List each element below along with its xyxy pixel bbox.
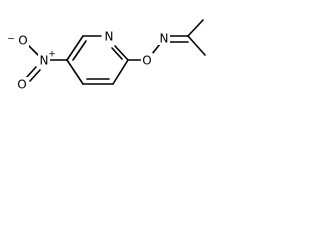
oxime-chain-bonds (127, 19, 206, 61)
imine-nitrogen-label: N (160, 32, 169, 46)
pyridine-nitrogen-label: N (105, 30, 114, 44)
bond-carbon-methyl-bottom (187, 35, 206, 56)
ether-oxygen-label: O (142, 54, 151, 68)
bond-nitro-n-o-bottom-double (29, 69, 41, 82)
nitro-oxygen-top-charge: − (7, 35, 15, 45)
nitro-nitrogen-charge: + (48, 50, 56, 60)
atom-labels: N N + O − O O N (7, 29, 170, 92)
ring-double-bond-c6-c5 (72, 40, 87, 61)
ring-bond-c5-c4 (66, 59, 84, 85)
bond-carbon-methyl-top (187, 19, 204, 37)
ring-bond-c2-n1 (114, 45, 129, 61)
nitro-oxygen-top-label: O (18, 34, 27, 48)
nitro-nitrogen-label: N (40, 54, 49, 68)
nitro-oxygen-bottom-label: O (17, 78, 26, 92)
chemical-structure: N N + O − O O N (7, 19, 206, 92)
ring-bond-c3-c2 (112, 59, 129, 85)
bond-nitro-n-o-top (27, 44, 39, 56)
bond-ether-o-imine-n (151, 43, 161, 55)
ring-bond-c6-c5 (66, 35, 84, 61)
ring-double-bond-c2-n1 (111, 47, 123, 60)
nitro-group-bonds (25, 44, 68, 82)
pyridine-ring (66, 35, 129, 85)
bond-nitro-n-o-bottom (25, 66, 37, 79)
